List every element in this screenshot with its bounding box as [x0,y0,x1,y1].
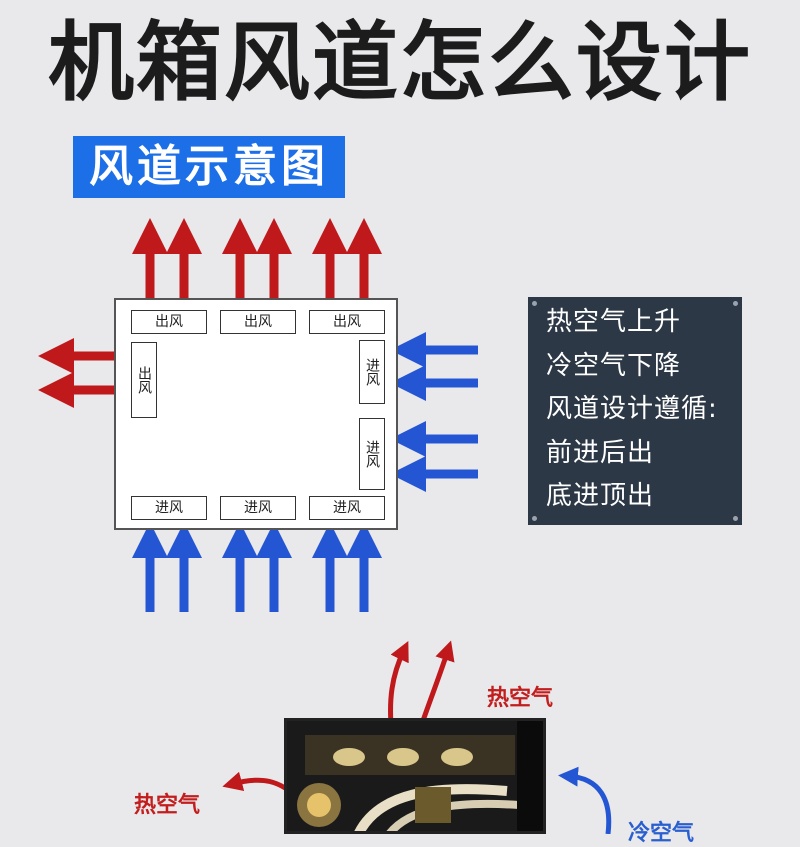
top-slot: 出风 [131,310,207,334]
rivet-icon [733,516,738,521]
right-slot: 进风 [359,340,385,404]
info-panel: 热空气上升 冷空气下降 风道设计遵循: 前进后出 底进顶出 [528,297,742,525]
case-box [114,298,398,530]
photo-cold-arrow [558,766,612,834]
info-line: 风道设计遵循: [546,394,718,424]
hot-air-label-top: 热空气 [487,686,554,711]
info-line: 底进顶出 [546,481,655,511]
bottom-slot: 进风 [309,496,385,520]
info-line: 前进后出 [546,437,655,468]
top-slot: 出风 [220,310,296,334]
intake-arrows-right [390,332,478,492]
rivet-icon [733,301,738,306]
left-slot: 出风 [131,342,157,418]
bottom-slot: 进风 [220,496,296,520]
page-title: 机箱风道怎么设计 [48,13,752,113]
hot-air-label-left: 热空气 [134,793,201,818]
info-line: 冷空气下降 [546,350,682,381]
cold-air-label-right: 冷空气 [628,821,695,846]
rivet-icon [532,301,537,306]
right-slot: 进风 [359,418,385,490]
pc-interior-graphic [287,721,543,831]
section-tag: 风道示意图 [73,136,345,198]
intake-arrows-bottom [132,522,382,612]
pc-case-photo [284,718,546,834]
info-line: 热空气上升 [546,307,682,337]
top-slot: 出风 [309,310,385,334]
rivet-icon [532,516,537,521]
exhaust-arrows-top [132,218,382,308]
bottom-slot: 进风 [131,496,207,520]
